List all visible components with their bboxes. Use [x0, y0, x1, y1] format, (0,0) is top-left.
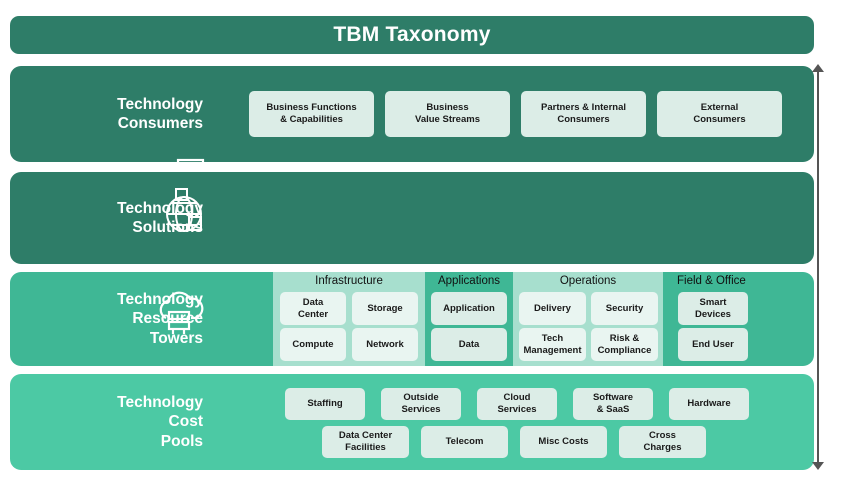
layer-label-solutions: Technology Solutions [10, 172, 275, 264]
views-axis: Consumer View Tech View Finance View [806, 64, 849, 470]
tile-data[interactable]: Data [431, 328, 507, 361]
axis-line [817, 70, 819, 464]
tile-delivery-ops[interactable]: Delivery [519, 292, 586, 325]
tower-group-infrastructure: Infrastructure Data Center Storage Compu… [273, 272, 425, 366]
presenter-board-icon [156, 154, 208, 162]
tile-security[interactable]: Security [591, 292, 658, 325]
cloud-server-icon [153, 286, 213, 346]
tile-outside-services[interactable]: Outside Services [381, 388, 461, 420]
layer-label-towers: Technology Resource Towers [10, 272, 275, 366]
view-label-tech: Tech View [824, 190, 849, 245]
layer-technology-cost-pools: Technology Cost Pools Staffing Outside S… [10, 374, 814, 470]
layer-title-towers: Technology Resource Towers [117, 291, 203, 347]
layer-label-cost-pools: Technology Cost Pools [10, 374, 275, 470]
layer-title-consumers: Technology Consumers [117, 95, 203, 132]
layer-technology-solutions: Technology Solutions Business Workplace … [10, 172, 814, 264]
tile-storage[interactable]: Storage [352, 292, 418, 325]
layer-technology-consumers: Technology Consumers Business Functions … [10, 66, 814, 162]
layer-technology-resource-towers: Technology Resource Towers Infrastructur… [10, 272, 814, 366]
tile-hardware[interactable]: Hardware [669, 388, 749, 420]
tile-telecom[interactable]: Telecom [421, 426, 508, 458]
page-title: TBM Taxonomy [333, 23, 491, 46]
diagram-title-bar: TBM Taxonomy [10, 16, 814, 54]
view-label-finance: Finance View [824, 288, 849, 361]
tower-group-applications: Applications Application Data [425, 272, 513, 366]
layer-label-consumers: Technology Consumers [10, 66, 275, 162]
tile-software-saas[interactable]: Software & SaaS [573, 388, 653, 420]
tower-group-field-office: Field & Office Smart Devices End User [663, 272, 814, 366]
tile-application[interactable]: Application [431, 292, 507, 325]
group-header-field-office: Field & Office [677, 275, 746, 287]
layer-title-cost-pools: Technology Cost Pools [117, 394, 203, 450]
tile-partners-internal-consumers[interactable]: Partners & Internal Consumers [521, 91, 646, 137]
tile-business-value-streams[interactable]: Business Value Streams [385, 91, 510, 137]
arrow-up-icon [812, 64, 824, 72]
tile-staffing[interactable]: Staffing [285, 388, 365, 420]
layer-title-solutions: Technology Solutions [117, 199, 203, 236]
tile-risk-compliance[interactable]: Risk & Compliance [591, 328, 658, 361]
globe-puzzle-icon [160, 187, 210, 239]
tower-group-operations: Operations Delivery Security Tech Manage… [513, 272, 663, 366]
tile-compute[interactable]: Compute [280, 328, 346, 361]
group-header-applications: Applications [437, 275, 500, 287]
tile-network[interactable]: Network [352, 328, 418, 361]
arrow-down-icon [812, 462, 824, 470]
tile-end-user[interactable]: End User [678, 328, 748, 361]
tile-data-center-facilities[interactable]: Data Center Facilities [322, 426, 409, 458]
tile-smart-devices[interactable]: Smart Devices [678, 292, 748, 325]
tile-tech-management[interactable]: Tech Management [519, 328, 586, 361]
group-header-operations: Operations [559, 275, 617, 287]
tile-misc-costs[interactable]: Misc Costs [520, 426, 607, 458]
tile-data-center[interactable]: Data Center [280, 292, 346, 325]
tile-cross-charges[interactable]: Cross Charges [619, 426, 706, 458]
tile-cloud-services[interactable]: Cloud Services [477, 388, 557, 420]
group-header-infrastructure: Infrastructure [315, 275, 383, 287]
view-label-consumer: Consumer View [824, 78, 849, 164]
tile-external-consumers[interactable]: External Consumers [657, 91, 782, 137]
tile-business-functions-capabilities[interactable]: Business Functions & Capabilities [249, 91, 374, 137]
